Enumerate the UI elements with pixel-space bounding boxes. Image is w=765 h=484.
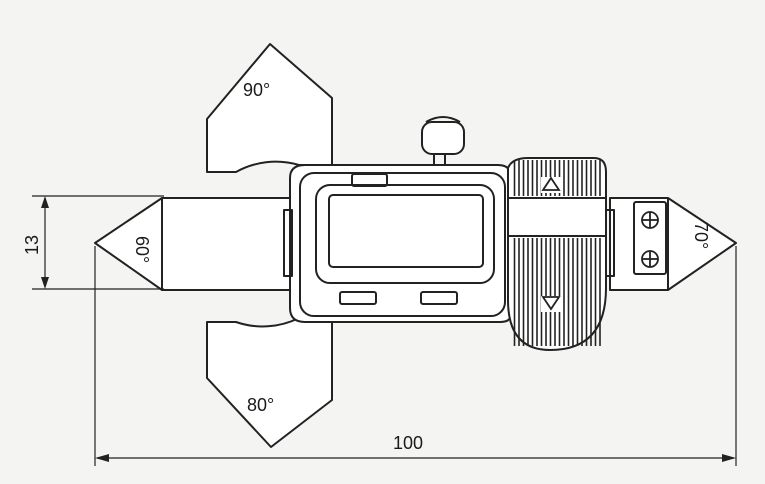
crossed-circle-icon [641, 211, 659, 268]
triangle-down-icon [541, 296, 561, 311]
bottom-blade [206, 317, 333, 448]
angle-label-top: 90° [243, 80, 270, 100]
triangle-up-icon [541, 176, 561, 191]
knob [421, 121, 465, 155]
dimension-height-label: 13 [22, 235, 42, 255]
right-bottom-button [420, 291, 458, 305]
angle-label-right: 70° [691, 222, 711, 249]
left-beam [94, 197, 291, 291]
display-window [315, 184, 495, 284]
dimension-width-label: 100 [393, 433, 423, 453]
top-blade [206, 43, 333, 173]
angle-label-bottom: 80° [247, 395, 274, 415]
top-button [351, 173, 388, 187]
angle-label-left: 60° [132, 236, 152, 263]
right-beam [609, 197, 737, 291]
left-bottom-button [339, 291, 377, 305]
